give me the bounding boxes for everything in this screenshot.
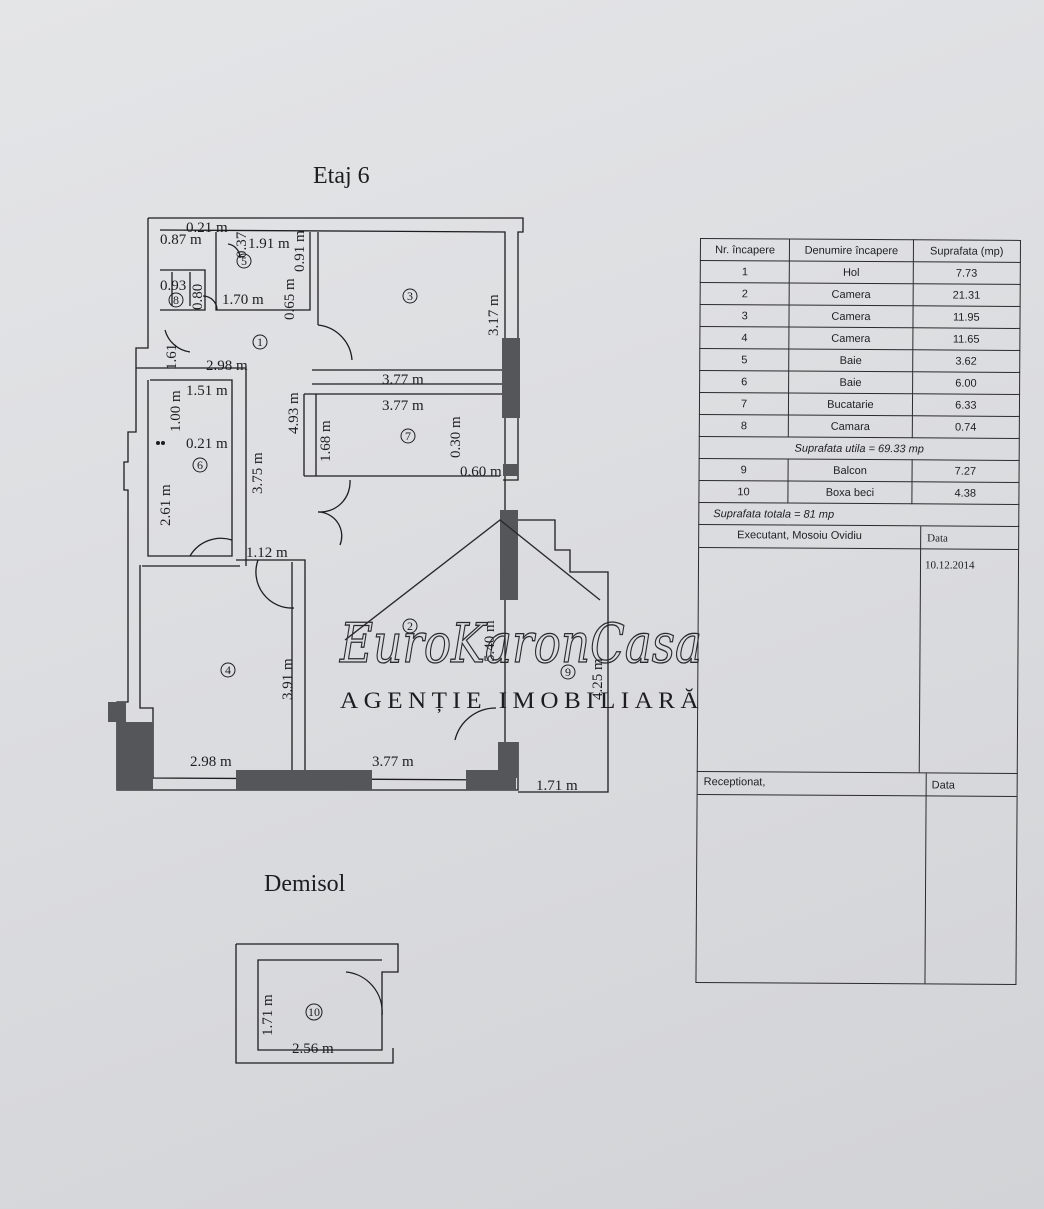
dim-label: 0.30 m [448, 416, 464, 458]
room-number: 5 [241, 254, 247, 268]
dim-label: 1.71 m [536, 778, 578, 794]
floor-title-etaj: Etaj 6 [313, 163, 370, 189]
agency-watermark: EuroKaronCasa AGENȚIE IMOBILIARĂ [339, 519, 704, 714]
surface-table: Nr. încapere Denumire încapere Suprafata… [695, 238, 1021, 985]
date-value: 10.12.2014 [924, 559, 975, 572]
dim-label: 0.60 m [460, 464, 502, 480]
received-block: Receptionat, Data [695, 771, 1018, 985]
dim-label: 1.61 [164, 344, 180, 370]
dim-label: 1.70 m [222, 292, 264, 308]
room-number: 7 [405, 429, 411, 443]
room-number: 8 [173, 293, 179, 307]
structural-columns [108, 338, 520, 790]
dim-label: 0.21 m [186, 436, 228, 452]
table-header: Denumire încapere [789, 239, 914, 262]
room-markers: 1 2 3 4 5 6 7 8 9 10 [168, 253, 576, 1021]
dim-label: 2.56 m [292, 1041, 334, 1057]
room-number: 4 [225, 663, 231, 677]
table-header: Nr. încapere [700, 238, 790, 262]
usable-surface-row: Suprafata utila = 69.33 mp [699, 436, 1020, 461]
date-label: Data [927, 532, 948, 545]
dim-label: 3.17 m [486, 294, 502, 336]
dim-label: 0.65 m [282, 278, 298, 320]
room-number: 1 [257, 335, 263, 349]
dim-label: 1.51 m [186, 383, 228, 399]
room-number: 9 [565, 665, 571, 679]
dim-label: 2.98 m [190, 754, 232, 770]
executant-block: Executant, Mosoiu Ovidiu Data 10.12.2014 [696, 524, 1020, 774]
room-number: 3 [407, 289, 413, 303]
dim-label: 5.40 m [482, 620, 498, 662]
dim-label: 0.80 [190, 284, 206, 310]
executant-label: Executant, Mosoiu Ovidiu [737, 529, 862, 542]
dim-label: 1.91 m [248, 236, 290, 252]
total-surface-row: Suprafata totala = 81 mp [698, 502, 1019, 527]
dim-label: 1.68 m [318, 420, 334, 462]
dim-label: 3.77 m [372, 754, 414, 770]
usable-surface-note: Suprafata utila = 69.33 mp [699, 436, 1020, 461]
dim-label: 3.91 m [280, 658, 296, 700]
dim-label: 2.98 m [206, 358, 248, 374]
dim-label: 3.77 m [382, 398, 424, 414]
dim-label: 2.61 m [158, 484, 174, 526]
table-header-row: Nr. încapere Denumire încapere Suprafata… [700, 238, 1021, 263]
dim-label: 0.93 [160, 278, 186, 294]
table-header: Suprafata (mp) [912, 239, 1021, 263]
room-number: 6 [197, 458, 203, 472]
dim-label: 0.21 m [186, 220, 228, 236]
received-label: Receptionat, [703, 776, 766, 789]
room-number: 2 [407, 619, 413, 633]
total-surface-note: Suprafata totala = 81 mp [698, 502, 1019, 527]
floor-title-demisol: Demisol [264, 871, 346, 897]
dim-label: 4.25 m [590, 658, 606, 700]
dim-label: 3.77 m [382, 372, 424, 388]
room-number: 10 [308, 1005, 320, 1019]
dim-label: 1.12 m [246, 545, 288, 561]
watermark-subtitle: AGENȚIE IMOBILIARĂ [340, 688, 704, 714]
dim-label: 1.71 m [260, 994, 276, 1036]
dim-label: 4.93 m [286, 392, 302, 434]
watermark-script: EuroKaronCasa [339, 612, 702, 675]
dim-label: 0.91 m [292, 230, 308, 272]
dim-label: 3.75 m [250, 452, 266, 494]
date-label-2: Data [931, 779, 955, 792]
dim-label: 0.87 m [160, 232, 202, 248]
dim-label: 1.00 m [168, 390, 184, 432]
dim-label: 0.37 [234, 231, 250, 258]
